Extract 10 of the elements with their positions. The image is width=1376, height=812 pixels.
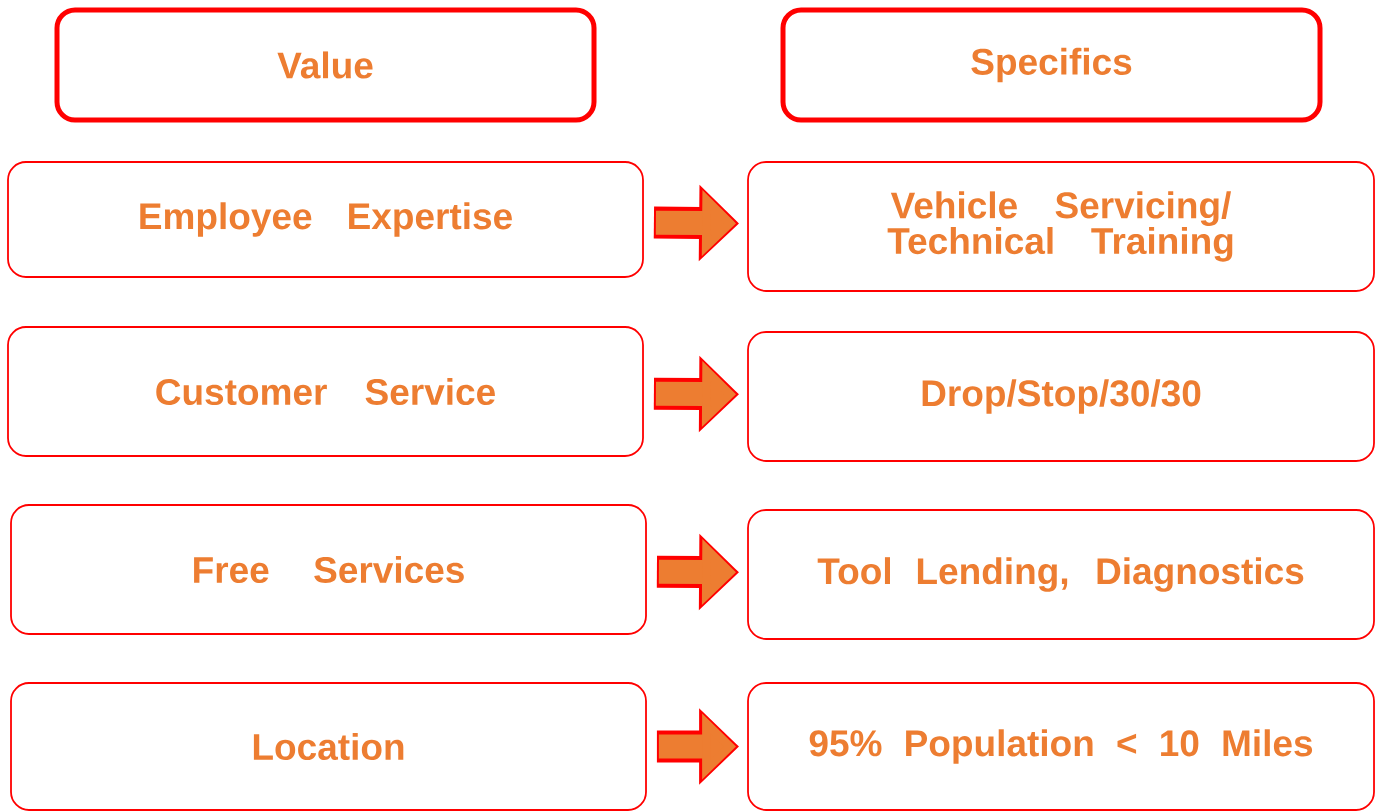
value-box: Employee Expertise: [7, 161, 644, 278]
value-box: 95% Population < 10 Miles: [747, 682, 1375, 811]
value-box: Location: [10, 682, 647, 811]
header-box: Specifics: [780, 7, 1323, 123]
value-box: Drop/Stop/30/30: [747, 331, 1375, 462]
value-box: Free Services: [10, 504, 647, 635]
value-box: Vehicle Servicing/ Technical Training: [747, 161, 1375, 292]
header-box: Value: [54, 7, 597, 123]
value-box: Customer Service: [7, 326, 644, 457]
value-box: Tool Lending, Diagnostics: [747, 509, 1375, 640]
